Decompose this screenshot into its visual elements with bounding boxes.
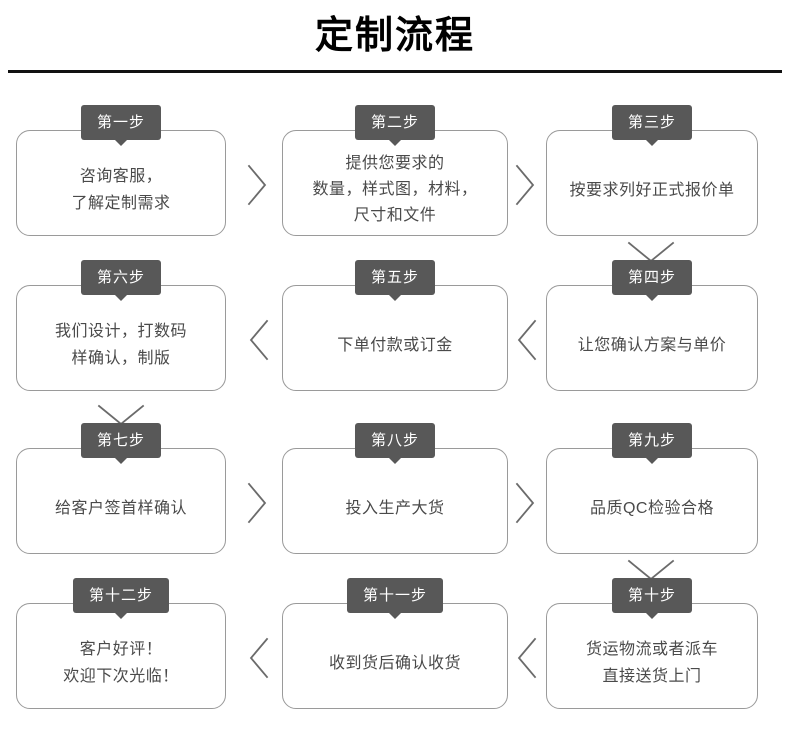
step-card[interactable]: 第七步 给客户签首样确认 bbox=[16, 423, 226, 554]
step-card[interactable]: 第四步 让您确认方案与单价 bbox=[546, 260, 758, 391]
step-text-line: 给客户签首样确认 bbox=[54, 499, 187, 517]
step-text-line: 下单付款或订金 bbox=[337, 336, 453, 354]
chevron-left-icon bbox=[514, 635, 540, 681]
step-badge: 第一步 bbox=[80, 105, 162, 140]
step-body: 咨询客服， 了解定制需求 bbox=[17, 145, 225, 235]
step-badge: 第二步 bbox=[354, 105, 436, 140]
step-body: 给客户签首样确认 bbox=[17, 463, 225, 553]
step-card[interactable]: 第八步 投入生产大货 bbox=[282, 423, 508, 554]
flow-row-4: 第十二步 客户好评！ 欢迎下次光临！ 第十一步 收到货后确认收货 bbox=[0, 577, 790, 732]
step-badge: 第十二步 bbox=[72, 578, 170, 613]
step-text-line: 收到货后确认收货 bbox=[328, 654, 461, 672]
step-card[interactable]: 第九步 品质QC检验合格 bbox=[546, 423, 758, 554]
step-card[interactable]: 第十步 货运物流或者派车 直接送货上门 bbox=[546, 578, 758, 709]
step-body: 品质QC检验合格 bbox=[547, 463, 757, 553]
title-divider bbox=[8, 70, 782, 73]
step-text-line: 直接送货上门 bbox=[602, 668, 702, 685]
step-text-line: 了解定制需求 bbox=[71, 195, 171, 212]
chevron-left-icon bbox=[246, 317, 272, 363]
page-title: 定制流程 bbox=[314, 15, 475, 57]
flow-chart: 第一步 咨询客服， 了解定制需求 第二步 提供您要求的 数量，样式图，材料， 尺… bbox=[0, 104, 790, 732]
step-body: 客户好评！ 欢迎下次光临！ bbox=[17, 618, 225, 708]
step-card[interactable]: 第二步 提供您要求的 数量，样式图，材料， 尺寸和文件 bbox=[282, 105, 508, 236]
step-text-line: 按要求列好正式报价单 bbox=[569, 181, 735, 199]
chevron-right-icon bbox=[244, 480, 270, 526]
step-badge: 第六步 bbox=[80, 260, 162, 295]
flow-row-3: 第七步 给客户签首样确认 第八步 投入生产大货 bbox=[0, 422, 790, 581]
step-card[interactable]: 第六步 我们设计，打数码 样确认，制版 bbox=[16, 260, 226, 391]
step-badge: 第十一步 bbox=[346, 578, 444, 613]
step-body: 提供您要求的 数量，样式图，材料， 尺寸和文件 bbox=[283, 145, 507, 235]
step-body: 货运物流或者派车 直接送货上门 bbox=[547, 618, 757, 708]
step-card[interactable]: 第一步 咨询客服， 了解定制需求 bbox=[16, 105, 226, 236]
step-body: 投入生产大货 bbox=[283, 463, 507, 553]
step-badge: 第七步 bbox=[80, 423, 162, 458]
chevron-left-icon bbox=[514, 317, 540, 363]
step-badge: 第八步 bbox=[354, 423, 436, 458]
step-body: 我们设计，打数码 样确认，制版 bbox=[17, 300, 225, 390]
step-badge: 第十步 bbox=[611, 578, 693, 613]
step-card[interactable]: 第五步 下单付款或订金 bbox=[282, 260, 508, 391]
chevron-left-icon bbox=[246, 635, 272, 681]
chevron-right-icon bbox=[512, 480, 538, 526]
flow-row-1: 第一步 咨询客服， 了解定制需求 第二步 提供您要求的 数量，样式图，材料， 尺… bbox=[0, 104, 790, 263]
chevron-right-icon bbox=[244, 162, 270, 208]
step-text-line: 咨询客服， bbox=[79, 168, 163, 185]
step-text-line: 我们设计，打数码 bbox=[54, 323, 187, 340]
flow-row-2: 第六步 我们设计，打数码 样确认，制版 第五步 下单付款或订金 bbox=[0, 259, 790, 426]
step-body: 让您确认方案与单价 bbox=[547, 300, 757, 390]
step-badge: 第三步 bbox=[611, 105, 693, 140]
step-text-line: 货运物流或者派车 bbox=[585, 641, 718, 658]
step-card[interactable]: 第十二步 客户好评！ 欢迎下次光临！ bbox=[16, 578, 226, 709]
step-card[interactable]: 第十一步 收到货后确认收货 bbox=[282, 578, 508, 709]
step-badge: 第五步 bbox=[354, 260, 436, 295]
step-body: 按要求列好正式报价单 bbox=[547, 145, 757, 235]
step-badge: 第九步 bbox=[611, 423, 693, 458]
step-text-line: 提供您要求的 bbox=[345, 155, 445, 172]
step-body: 收到货后确认收货 bbox=[283, 618, 507, 708]
step-text-line: 欢迎下次光临！ bbox=[63, 668, 179, 685]
step-badge: 第四步 bbox=[611, 260, 693, 295]
step-body: 下单付款或订金 bbox=[283, 300, 507, 390]
step-text-line: 尺寸和文件 bbox=[353, 207, 437, 224]
step-text-line: 客户好评！ bbox=[79, 641, 163, 658]
step-text-line: 样确认，制版 bbox=[71, 350, 171, 367]
step-text-line: 品质QC检验合格 bbox=[589, 499, 714, 517]
step-text-line: 让您确认方案与单价 bbox=[577, 336, 727, 354]
step-text-line: 投入生产大货 bbox=[345, 499, 445, 517]
step-text-line: 数量，样式图，材料， bbox=[312, 181, 478, 198]
step-card[interactable]: 第三步 按要求列好正式报价单 bbox=[546, 105, 758, 236]
chevron-right-icon bbox=[512, 162, 538, 208]
